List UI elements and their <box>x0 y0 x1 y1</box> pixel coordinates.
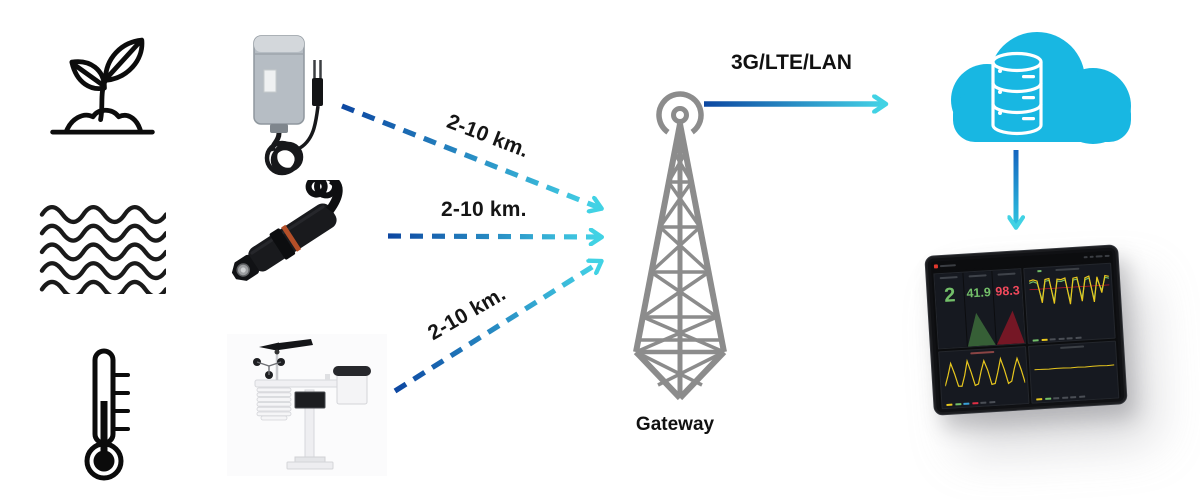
cloud-icon <box>951 32 1131 144</box>
lora-arrow-3 <box>393 262 600 394</box>
lora-arrow-1 <box>341 103 600 208</box>
lora-arrow-2 <box>387 236 600 237</box>
thermometer-icon <box>84 348 130 481</box>
topbar-icon <box>1095 255 1103 258</box>
stat-panel: 2 <box>934 272 967 349</box>
topbar-title-bar <box>939 264 956 268</box>
spike-chart <box>1028 274 1110 305</box>
stat-value: 2 <box>943 284 956 307</box>
chart-panel-bottom-left <box>938 346 1030 410</box>
sprout-icon <box>50 37 155 135</box>
flat-chart <box>1034 364 1115 371</box>
topbar-icon <box>1083 256 1088 259</box>
chart-panel-top-right <box>1023 262 1116 345</box>
wave-chart <box>944 356 1026 388</box>
stat-panel: 98.3 <box>992 269 1025 346</box>
stat-panel: 41.9 <box>963 271 996 347</box>
topbar-icon <box>1104 254 1110 258</box>
stat-value: 98.3 <box>995 283 1021 299</box>
chart-panel-bottom-right <box>1027 340 1120 404</box>
stat-sparkline-red <box>996 310 1025 346</box>
database-icon <box>991 51 1043 136</box>
uplink-label: 3G/LTE/LAN <box>731 51 852 74</box>
stat-value: 41.9 <box>966 285 992 301</box>
logo-dot-icon <box>933 264 939 269</box>
gateway-label: Gateway <box>635 414 715 435</box>
stat-panel-group: 2 41.9 98.3 <box>933 268 1026 350</box>
weather-station <box>227 334 387 476</box>
soil-moisture-sensor <box>253 35 323 176</box>
dashboard-panels: 2 41.9 98.3 <box>931 260 1122 410</box>
stat-sparkline-green <box>967 313 996 347</box>
water-waves-icon <box>39 205 166 294</box>
dashboard-tablet: 2 41.9 98.3 <box>924 244 1128 416</box>
distance-label-2: 2-10 km. <box>441 198 527 221</box>
radio-tower-icon <box>633 91 727 401</box>
dashboard-screen: 2 41.9 98.3 <box>930 250 1122 410</box>
topbar-icon <box>1089 255 1094 258</box>
water-quality-probe <box>226 180 343 287</box>
